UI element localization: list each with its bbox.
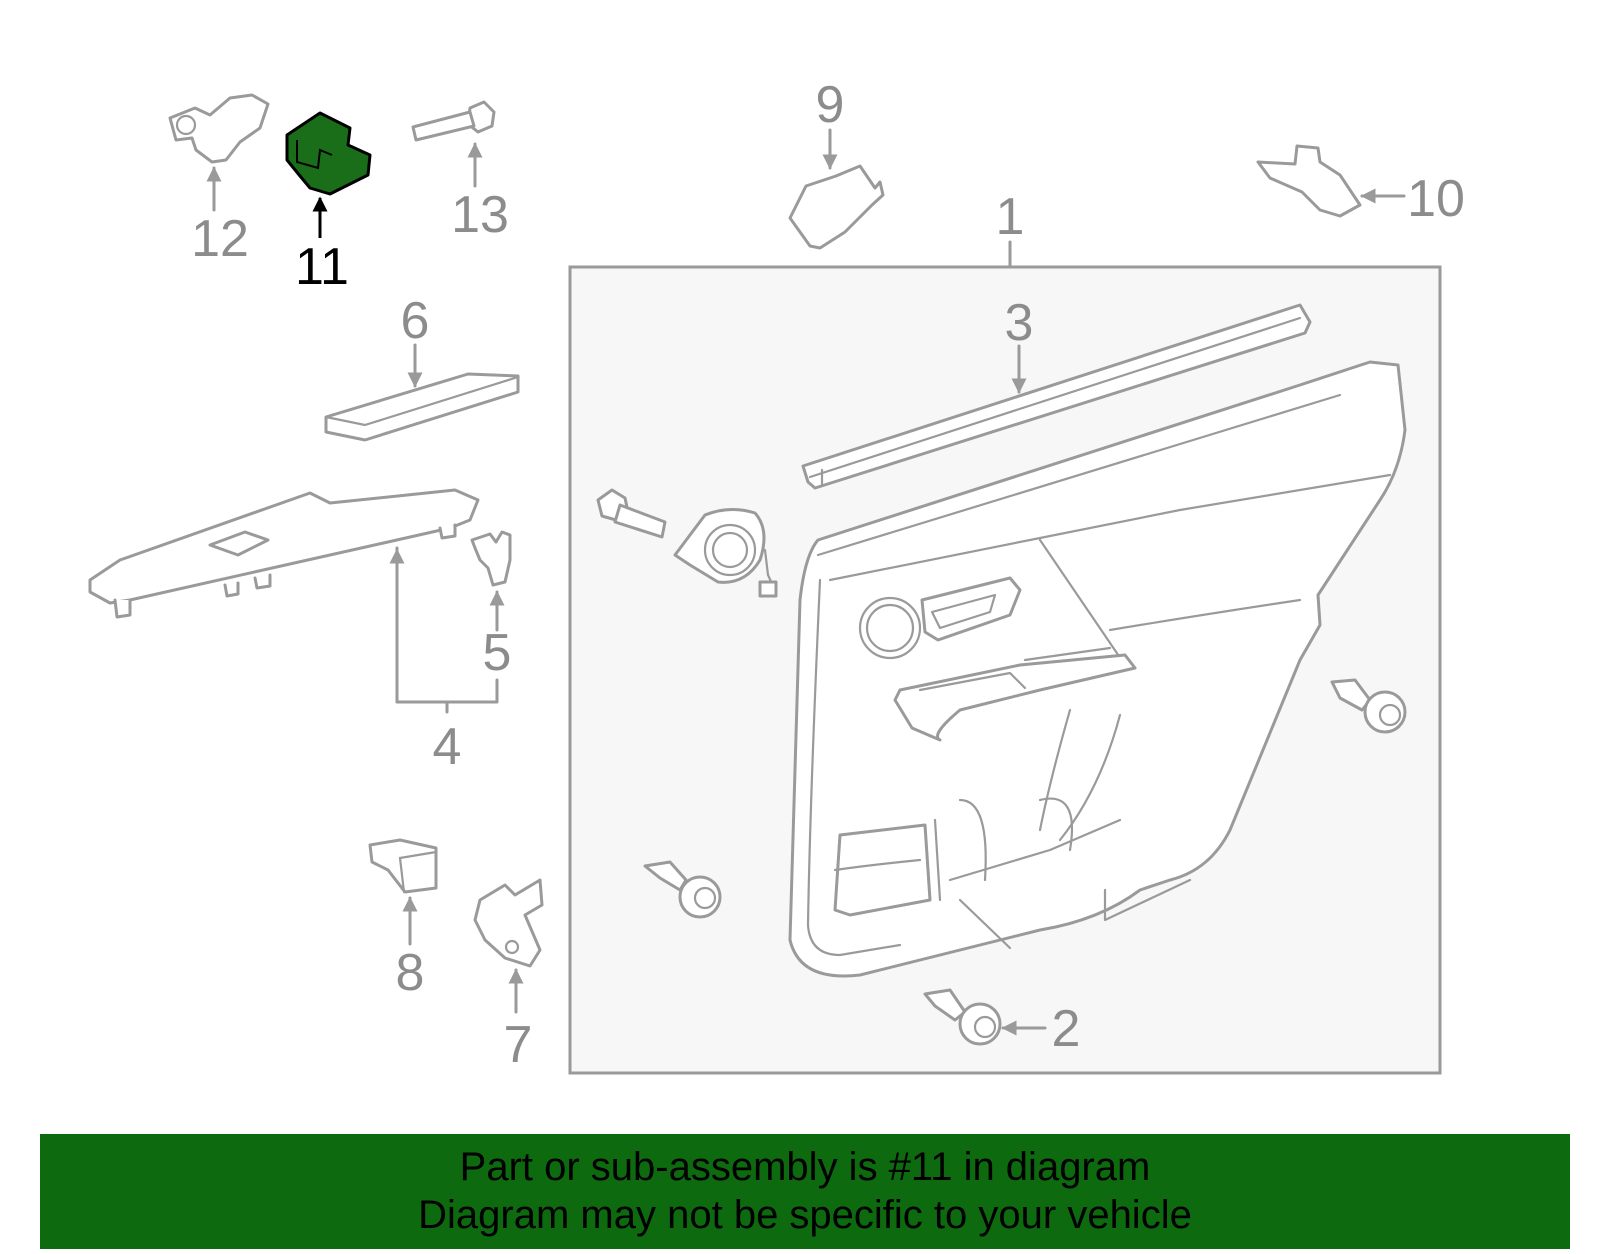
callout-8: 8: [396, 944, 425, 1002]
bracket-9-part: [788, 164, 885, 250]
callout-11: 11: [295, 238, 349, 296]
clip-8-icon: [368, 838, 438, 894]
door-panel-icon: [788, 360, 1407, 978]
callout-1: 1: [996, 188, 1025, 246]
callout-7: 7: [504, 1016, 533, 1074]
bolt-icon: [596, 488, 667, 539]
weatherstrip-part: [801, 303, 1312, 490]
banner-line-1: Part or sub-assembly is #11 in diagram: [459, 1145, 1151, 1189]
callout-6: 6: [401, 292, 430, 350]
callout-2: 2: [1052, 1000, 1081, 1058]
callout-3: 3: [1005, 294, 1034, 352]
bolt-13-icon: [411, 100, 496, 142]
callout-5: 5: [483, 624, 512, 682]
clip-icon: [1330, 678, 1407, 734]
clip-2-icon: [923, 988, 1002, 1046]
armrest-4-part: [88, 488, 480, 619]
info-banner: Part or sub-assembly is #11 in diagram D…: [40, 1134, 1570, 1249]
callout-9: 9: [816, 76, 845, 134]
clip-12-icon: [168, 93, 270, 164]
highlighted-part-11: [285, 111, 372, 196]
speaker-part: [673, 508, 778, 598]
callout-13: 13: [451, 186, 509, 244]
clip-5-icon: [470, 530, 512, 587]
clip-icon: [643, 860, 722, 919]
callout-10: 10: [1407, 170, 1465, 228]
callout-12: 12: [191, 210, 249, 268]
banner-line-2: Diagram may not be specific to your vehi…: [418, 1193, 1192, 1237]
callout-4: 4: [433, 718, 462, 776]
trim-6-part: [324, 372, 520, 442]
bracket-7-part: [473, 878, 544, 968]
bracket-10-part: [1256, 144, 1362, 218]
